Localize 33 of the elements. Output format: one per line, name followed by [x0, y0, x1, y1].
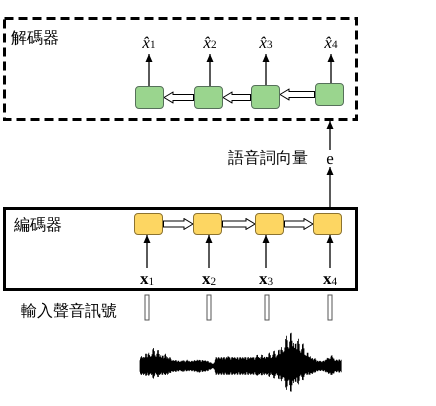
arrow — [206, 54, 214, 86]
encoder-cell — [134, 213, 163, 235]
input-symbol: x$_{3}$ — [256, 268, 276, 289]
vector-symbol: e — [324, 150, 336, 167]
block-title: 編碼器 — [14, 215, 62, 235]
output-symbol: x̂$_{2}$ — [198, 30, 222, 54]
decoder-cell — [194, 86, 223, 109]
output-symbol: x̂$_{4}$ — [319, 30, 343, 54]
arrow — [262, 54, 270, 85]
decoder-cell — [251, 85, 280, 109]
encoder-block — [3, 207, 358, 291]
output-symbol: x̂$_{1}$ — [137, 30, 161, 54]
input-symbol: x$_{2}$ — [199, 268, 219, 289]
block-title: 解碼器 — [11, 28, 59, 48]
arrow — [326, 121, 334, 150]
arrow — [328, 54, 334, 83]
encoder-cell — [255, 213, 284, 235]
encoder-cell — [193, 213, 222, 235]
input-symbol: x$_{1}$ — [137, 268, 157, 289]
decoder-block — [3, 17, 358, 121]
output-symbol: x̂$_{3}$ — [254, 30, 278, 54]
arrow — [146, 54, 152, 86]
encoder-cell — [313, 213, 342, 235]
decoder-cell — [315, 83, 344, 106]
arrow — [262, 235, 270, 268]
arrow — [326, 235, 334, 268]
vector-caption: 語音詞向量 — [228, 148, 308, 168]
signal-caption: 輸入聲音訊號 — [21, 301, 117, 321]
arrow — [326, 167, 334, 207]
input-symbol: x$_{4}$ — [320, 268, 340, 289]
decoder-cell — [135, 86, 164, 109]
arrow — [206, 235, 212, 268]
arrow — [144, 235, 150, 268]
